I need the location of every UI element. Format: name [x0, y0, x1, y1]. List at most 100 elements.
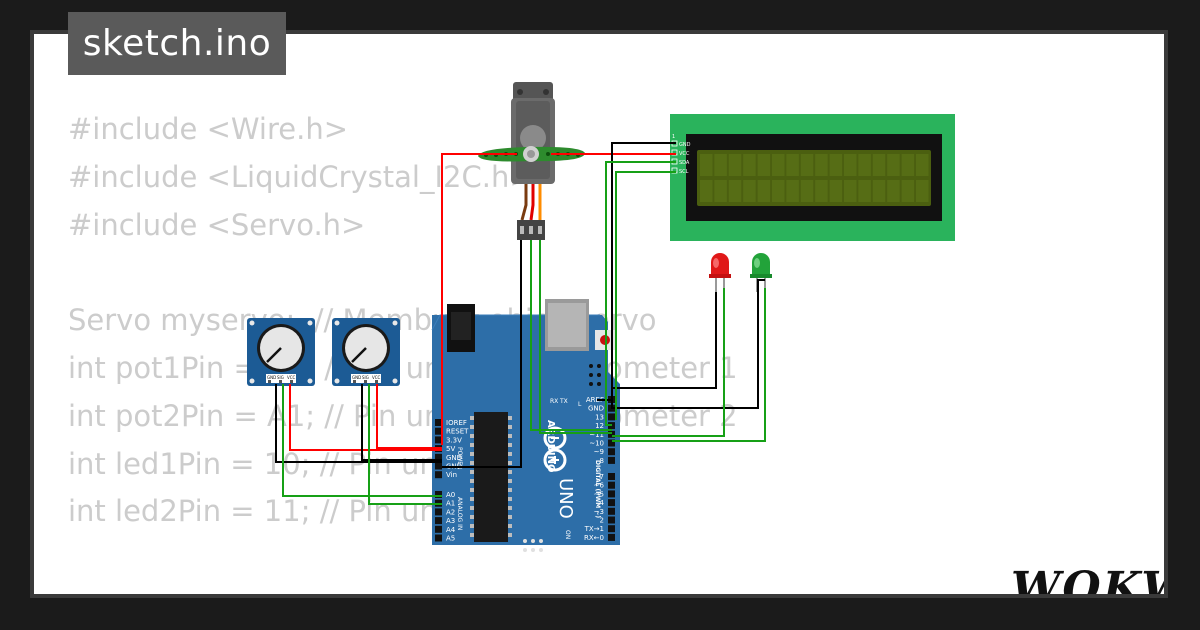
arduino-headers: IOREFRESET3.3V5VGNDGNDVinA0A1A2A3A4A5ARE…: [435, 396, 615, 543]
chip-pin: [470, 479, 474, 483]
pot1-pin-sig: SIG: [277, 375, 284, 380]
chip-pin: [508, 533, 512, 537]
lcd-char-cell: [786, 180, 799, 202]
lcd-char-cell: [901, 154, 915, 176]
lcd-char-cell: [786, 154, 799, 176]
analog-pin-label: A0: [446, 491, 455, 499]
lcd-pin-gnd: GND: [679, 142, 691, 148]
power-pin-label: Vin: [446, 471, 457, 479]
code-line: #include <Wire.h>: [68, 112, 349, 146]
chip-pin: [508, 524, 512, 528]
chip-pin: [470, 461, 474, 465]
led-green: [750, 253, 772, 292]
lcd-char-cell: [872, 180, 886, 202]
wokwi-logo: WOKWI: [1011, 563, 1164, 594]
lcd-char-cell: [858, 154, 871, 176]
power-pin-label: IOREF: [446, 419, 467, 427]
lcd-char-cell: [829, 180, 843, 202]
digital-top-pin-label: AREF: [586, 396, 604, 404]
chip-pin: [508, 443, 512, 447]
tx-led-label: TX: [559, 398, 568, 405]
chip-pin: [508, 488, 512, 492]
lcd-char-cell: [757, 154, 771, 176]
lcd-char-cell: [728, 180, 742, 202]
digital-top-header-pin: [608, 456, 615, 464]
lcd-char-cell: [858, 180, 871, 202]
analog-header-pin: [435, 525, 442, 533]
lcd-display: 1 GND VCC SDA SCL: [670, 114, 955, 241]
chip-pin: [508, 506, 512, 510]
digital-bottom-header-pin: [608, 473, 615, 480]
lcd-char-cell: [800, 154, 814, 176]
chip-pin: [470, 434, 474, 438]
code-block: #include <Wire.h>#include <LiquidCrystal…: [68, 106, 738, 594]
analog-pin-label: A4: [446, 526, 456, 534]
power-header-pin: [435, 436, 442, 444]
analog-pin-label: A2: [446, 508, 455, 516]
arduino-model-label: UNO: [555, 478, 576, 519]
analog-header-pin: [435, 534, 442, 542]
pot2-pin-gnd: GND: [352, 375, 361, 380]
lcd-pin-vcc: VCC: [679, 151, 690, 157]
lcd-char-cell: [844, 154, 857, 176]
power-section-label: POWER: [456, 447, 463, 469]
circuit-diagram: 1 GND VCC SDA SCL: [247, 82, 955, 552]
chip-pin: [508, 416, 512, 420]
power-pin-label: 3.3V: [446, 436, 462, 444]
pot2-pin-vcc: VCC: [372, 375, 381, 380]
digital-bottom-header-pin: [608, 525, 615, 533]
chip-pins: [470, 416, 512, 537]
lcd-char-cell: [772, 154, 785, 176]
digital-bottom-header-pin: [608, 507, 615, 515]
preview-card: #include <Wire.h>#include <LiquidCrystal…: [34, 34, 1164, 594]
power-header-pin: [435, 453, 442, 461]
digital-top-header-pin: [608, 413, 615, 421]
digital-section-label: DIGITAL (PWM ~): [594, 460, 601, 518]
pot1-pin-gnd: GND: [267, 375, 276, 380]
chip-pin: [470, 488, 474, 492]
analog-pin-label: A3: [446, 517, 455, 525]
lcd-char-cell: [714, 154, 727, 176]
lcd-character-cells: [700, 154, 929, 202]
lcd-pin-scl: SCL: [679, 169, 689, 175]
l-led-label: L: [578, 401, 582, 408]
digital-top-pin-label: 13: [595, 413, 604, 421]
digital-top-pin-label: ~10: [589, 440, 604, 448]
digital-top-pin-label: 12: [595, 422, 604, 430]
lcd-char-cell: [872, 154, 886, 176]
on-led-label: ON: [564, 530, 571, 539]
chip-pin: [470, 524, 474, 528]
led-red: [709, 253, 731, 292]
analog-pin-label: A1: [446, 500, 455, 508]
arduino-infinity-logo: [543, 426, 567, 472]
lcd-char-cell: [844, 180, 857, 202]
chip-pin: [470, 515, 474, 519]
digital-top-header-pin: [608, 448, 615, 456]
chip-pin: [470, 452, 474, 456]
rx-led-label: RX: [550, 398, 558, 405]
lcd-char-cell: [815, 154, 828, 176]
power-header-pin: [435, 471, 442, 479]
analog-section-label: ANALOG IN: [456, 497, 463, 530]
chip-pin: [470, 425, 474, 429]
power-pin-label: RESET: [446, 428, 469, 436]
digital-bottom-header-pin: [608, 499, 615, 507]
lcd-char-cell: [887, 154, 900, 176]
analog-header-pin: [435, 491, 442, 498]
code-line: LiquidCrystal_I2C lcd(0x27, 16, 2);: [68, 584, 738, 594]
wokwi-logo-text: WOKWI: [1011, 563, 1164, 594]
digital-bottom-pin-label: 7: [600, 473, 604, 481]
digital-bottom-header-pin: [608, 533, 615, 541]
digital-bottom-header-pin: [608, 516, 615, 524]
lcd-char-cell: [815, 180, 828, 202]
digital-top-pin-label: 8: [600, 457, 604, 465]
digital-bottom-header-pin: [608, 481, 615, 489]
power-header-pin: [435, 462, 442, 470]
lcd-char-cell: [916, 180, 929, 202]
wires: [275, 142, 766, 505]
lcd-char-cell: [700, 180, 713, 202]
analog-pin-label: A5: [446, 535, 455, 543]
sketch-title-badge[interactable]: sketch.ino: [68, 12, 286, 75]
chip-pin: [508, 452, 512, 456]
digital-bottom-pin-label: 2: [600, 517, 604, 525]
